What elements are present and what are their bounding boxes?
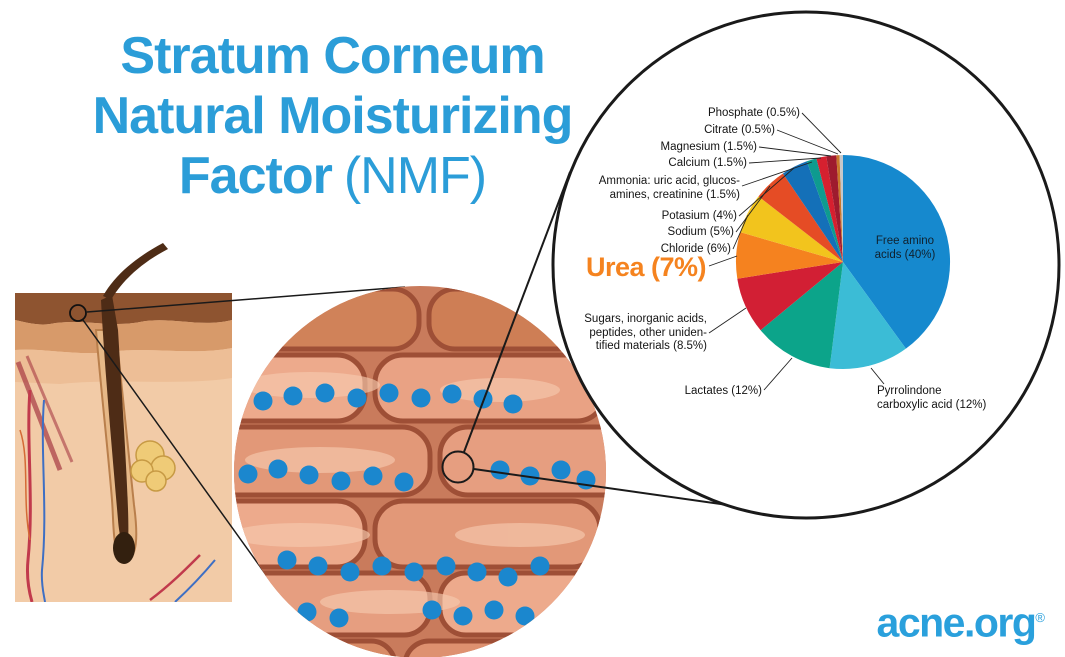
pie-slice-11 [826,155,843,262]
pie-slice-9 [806,158,843,262]
page-title: Stratum Corneum Natural Moisturizing Fac… [0,26,665,206]
pie-label-potasium: Potasium (4%) [661,210,737,222]
nmf-dot [283,386,303,406]
pie-slice-2 [829,262,906,370]
hair-shaft [101,295,129,546]
pie-slice-3 [760,262,843,369]
nerve [19,429,31,541]
nmf-dot [331,471,351,491]
title-line3-light: (NMF) [343,147,487,205]
nmf-dot [347,388,367,408]
zoom-source-circle-skin [69,304,87,322]
pie-leader-lines [708,112,885,391]
nmf-dot [379,383,399,403]
nmf-dot [422,600,442,620]
nmf-dot [297,602,317,622]
title-line3-bold: Factor [178,147,333,205]
nmf-dot [329,608,349,628]
pie-slice-10 [816,156,843,262]
magnification-line [463,171,571,453]
pie-slice-13 [839,155,843,262]
pie-label-phosphate: Phosphate (0.5%) [707,107,800,119]
title-line-2: Natural Moisturizing [92,87,574,145]
hair-bulb [113,532,135,564]
sebaceous-gland [130,440,176,492]
nmf-dot [277,550,297,570]
registered-mark: ® [1035,610,1045,626]
nmf-dot [453,606,473,626]
nmf-dot [515,606,535,626]
pie-label-lactates: Lactates (12%) [684,385,762,397]
nmf-dot [372,556,392,576]
nmf-dot [442,384,462,404]
zoom-source-circle-cells [441,450,475,484]
pie-label-calcium: Calcium (1.5%) [668,157,747,169]
logo-text: acne.org [876,600,1037,646]
pie-label-ammonia: Ammonia: uric acid, glucos- amines, crea… [598,175,740,201]
vein [174,559,216,602]
magnification-line [86,286,406,313]
pie-label-free-amino-acids: Free amino acids (40%) [874,235,936,261]
pie-label-chloride: Chloride (6%) [660,243,731,255]
nmf-dot [484,600,504,620]
nmf-dot [238,464,258,484]
nmf-dot [498,567,518,587]
pie-slice-8 [782,161,843,262]
nmf-dot [490,460,510,480]
nmf-dot [503,394,523,414]
nmf-dot [551,460,571,480]
nmf-dot [363,466,383,486]
blood-vessel [26,389,34,602]
nmf-dot [253,391,273,411]
pie-label-sodium: Sodium (5%) [667,226,734,238]
muscle-streak [15,361,63,471]
pie-label-pyrrolindone: Pyrrolindone carboxylic acid (12%) [877,385,987,411]
hair-above-skin [103,243,168,300]
pie-slice-7 [758,173,843,262]
nmf-dot [315,383,335,403]
pie-slice-6 [740,196,843,262]
muscle-streak [25,355,74,463]
magnification-line [82,319,270,580]
nmf-dot [308,556,328,576]
pie-label-sugars: Sugars, inorganic acids, peptides, other… [584,313,707,352]
nmf-dot [394,472,414,492]
nmf-dot [268,459,288,479]
nmf-dot [404,562,424,582]
nmf-pie-chart [735,154,951,370]
nmf-dot [299,465,319,485]
pie-slice-12 [836,155,843,262]
vein [40,399,46,602]
pie-label-magnesium: Magnesium (1.5%) [660,141,757,153]
nmf-dot [340,562,360,582]
title-line-3: Factor(NMF) [0,146,665,206]
blood-vessel [149,554,201,601]
pie-slice-1 [843,154,951,349]
nmf-dot [411,388,431,408]
pie-label-citrate: Citrate (0.5%) [704,124,775,136]
pie-slice-4 [737,262,843,331]
cell-highlights [234,372,585,614]
pie-slice-5 [735,232,843,279]
nmf-dot [530,556,550,576]
nmf-dot [436,556,456,576]
skin-cross-section-illustration [15,293,232,602]
acne-org-logo: acne.org® [877,596,1045,645]
nmf-dot [467,562,487,582]
title-line-1: Stratum Corneum [120,27,545,85]
pie-label-urea: Urea (7%) [585,252,707,282]
